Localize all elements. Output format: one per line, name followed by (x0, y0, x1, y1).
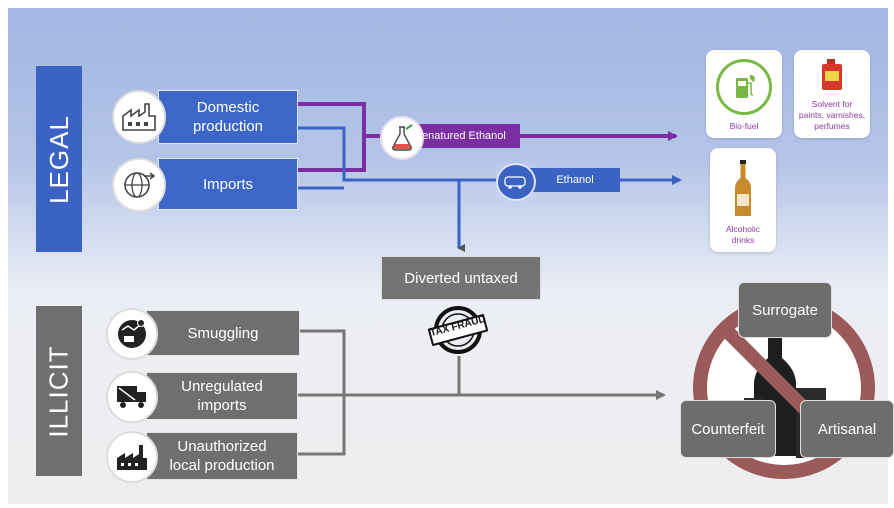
illicit-section-label: ILLICIT (43, 344, 74, 438)
smuggling-map-icon (106, 308, 158, 360)
flask-icon (380, 116, 424, 160)
ethanol-label: Ethanol (556, 174, 594, 186)
ethanol-box: Ethanol (530, 168, 620, 192)
surrogate-box: Surrogate (738, 282, 832, 338)
local-factory-icon (106, 431, 158, 483)
illicit-section-tag: ILLICIT (36, 306, 82, 476)
surrogate-label: Surrogate (752, 301, 818, 319)
diverted-untaxed-box: Diverted untaxed (381, 256, 541, 300)
smuggling-label: Smuggling (187, 324, 259, 342)
gray-line-smuggling (296, 329, 346, 456)
blue-line-domestic (296, 126, 498, 182)
counterfeit-label: Counterfeit (691, 420, 765, 438)
solvent-can-icon (820, 59, 844, 91)
denatured-ethanol-label: Denatured Ethanol (414, 130, 506, 142)
domestic-production-box: Domestic production (158, 90, 298, 144)
unauthorized-production-box: Unauthorized local production (146, 432, 298, 480)
unauthorized-production-label: Unauthorized local production (169, 438, 275, 474)
legal-section-tag: LEGAL (36, 66, 82, 252)
unregulated-imports-box: Unregulated imports (146, 372, 298, 420)
alcoholic-label: Alcoholic drinks (725, 224, 761, 245)
solvent-card: Solvent for paints, varnishes, perfumes (794, 50, 870, 138)
globe-trade-icon (112, 158, 166, 212)
biofuel-label: Bio-fuel (729, 121, 759, 131)
unregulated-truck-icon (106, 371, 158, 423)
solvent-label: Solvent for paints, varnishes, perfumes (798, 99, 866, 131)
legal-section-label: LEGAL (43, 114, 74, 204)
diverted-untaxed-label: Diverted untaxed (404, 269, 518, 287)
artisanal-box: Artisanal (800, 400, 894, 458)
factory-icon (112, 90, 166, 144)
counterfeit-box: Counterfeit (680, 400, 776, 458)
biofuel-pump-icon (716, 59, 772, 115)
biofuel-card: Bio-fuel (706, 50, 782, 138)
unregulated-imports-label: Unregulated imports (181, 378, 263, 414)
alcoholic-drinks-card: Alcoholic drinks (710, 148, 776, 252)
purple-line-imports (296, 136, 366, 172)
tax-fraud-stamp-icon: TAX FRAUD (428, 300, 488, 360)
bottle-icon (733, 160, 753, 218)
imports-label: Imports (202, 175, 253, 193)
tanker-icon (496, 163, 536, 201)
artisanal-label: Artisanal (817, 420, 877, 438)
smuggling-box: Smuggling (146, 310, 300, 356)
imports-box: Imports (158, 158, 298, 210)
domestic-production-label: Domestic production (192, 99, 264, 135)
